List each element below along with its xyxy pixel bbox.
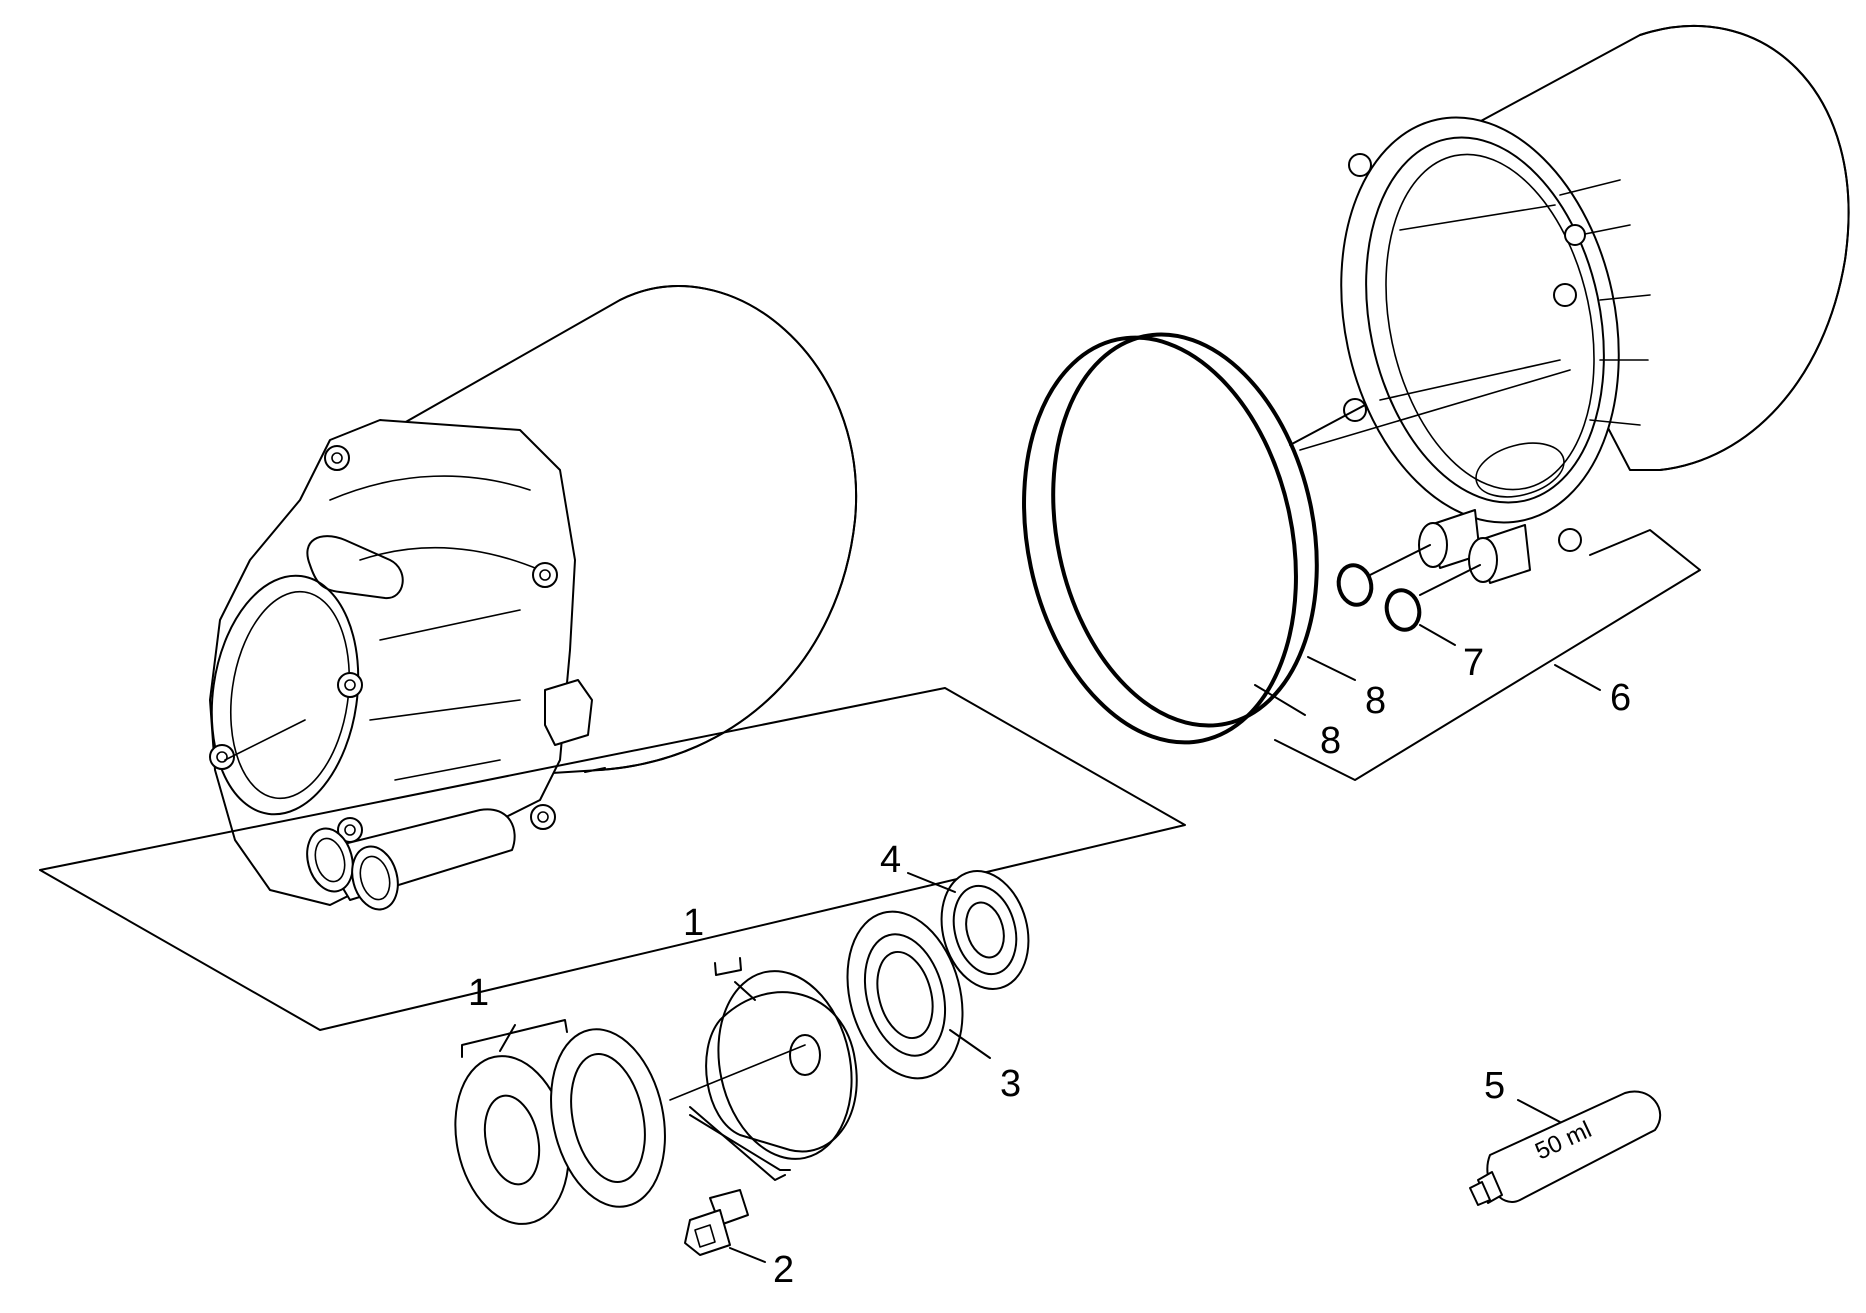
- bracket-2: [689, 1106, 786, 1181]
- thrust-washer-set: [454, 1028, 666, 1225]
- seal-ring: [940, 870, 1030, 990]
- leader-ring-b: [1254, 684, 1306, 716]
- callout-8-upper: 8: [1365, 680, 1386, 722]
- leader-oring-7: [1419, 624, 1456, 646]
- callout-3: 3: [1000, 1063, 1021, 1105]
- right-cylinder-head: [1299, 25, 1850, 584]
- callout-2: 2: [773, 1249, 794, 1291]
- leader-oring-lines: [1369, 544, 1481, 596]
- large-o-rings: [1022, 332, 1319, 745]
- left-housing-bracket: [39, 687, 1186, 1031]
- left-motor-housing: [209, 285, 858, 911]
- callout-1-washer: 1: [468, 972, 489, 1014]
- callout-6: 6: [1610, 677, 1631, 719]
- leader-6: [1554, 664, 1601, 691]
- leader-2: [729, 1247, 766, 1263]
- screw: [684, 1189, 749, 1256]
- leader-ring-a: [1307, 656, 1356, 681]
- callout-4: 4: [880, 839, 901, 881]
- small-o-rings: [1336, 563, 1422, 632]
- bracket-6: [1274, 529, 1701, 781]
- callout-8-lower: 8: [1320, 720, 1341, 762]
- leader-line-right: [1289, 404, 1366, 446]
- grease-tube: 50 ml: [1469, 1090, 1662, 1206]
- bracket-1b: [714, 957, 742, 976]
- ball-bearing: [846, 910, 964, 1080]
- leader-3: [949, 1029, 991, 1059]
- callout-5: 5: [1484, 1065, 1505, 1107]
- callout-1-swash: 1: [683, 902, 704, 944]
- swash-plate: [669, 970, 858, 1160]
- callout-7: 7: [1463, 642, 1484, 684]
- bracket-1a: [461, 1019, 568, 1058]
- leader-5: [1517, 1099, 1561, 1123]
- leader-4: [907, 872, 956, 893]
